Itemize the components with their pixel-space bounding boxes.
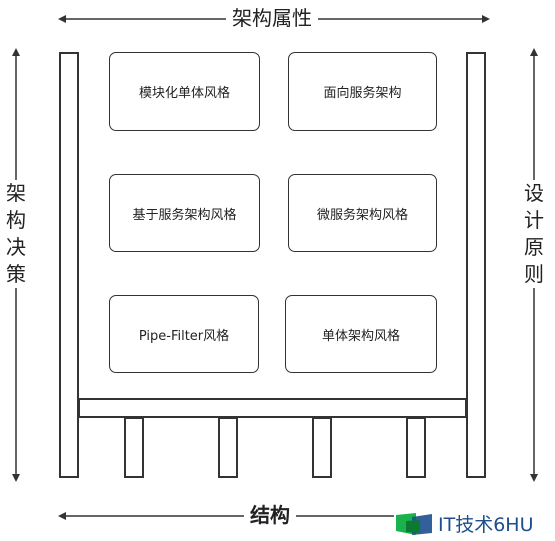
base-beam	[78, 398, 467, 418]
label-right-char: 则	[524, 262, 544, 286]
support-leg	[406, 417, 426, 478]
right-column	[466, 52, 486, 478]
label-right-char: 计	[524, 208, 544, 232]
watermark-icon	[396, 512, 432, 535]
support-leg	[312, 417, 332, 478]
support-leg	[124, 417, 144, 478]
watermark-text: IT技术6HU	[438, 514, 534, 536]
box-soa: 面向服务架构	[288, 52, 437, 131]
label-left-char: 构	[6, 208, 26, 232]
label-left: 架 构 决 策	[3, 180, 29, 288]
support-leg	[218, 417, 238, 478]
box-service-based: 基于服务架构风格	[109, 174, 260, 252]
watermark-logo: IT技术6HU	[394, 510, 534, 537]
label-top: 架构属性	[226, 8, 318, 28]
label-right-char: 原	[524, 235, 544, 259]
left-column	[59, 52, 79, 478]
box-microservices: 微服务架构风格	[288, 174, 437, 252]
box-pipe-filter: Pipe-Filter风格	[109, 295, 259, 373]
box-modular-monolith: 模块化单体风格	[109, 52, 260, 131]
label-right-char: 设	[524, 181, 544, 205]
label-right: 设 计 原 则	[521, 180, 547, 288]
label-left-char: 策	[6, 262, 26, 286]
box-monolith: 单体架构风格	[285, 295, 437, 373]
label-bottom: 结构	[244, 505, 296, 525]
label-left-char: 架	[6, 181, 26, 205]
label-left-char: 决	[6, 235, 26, 259]
